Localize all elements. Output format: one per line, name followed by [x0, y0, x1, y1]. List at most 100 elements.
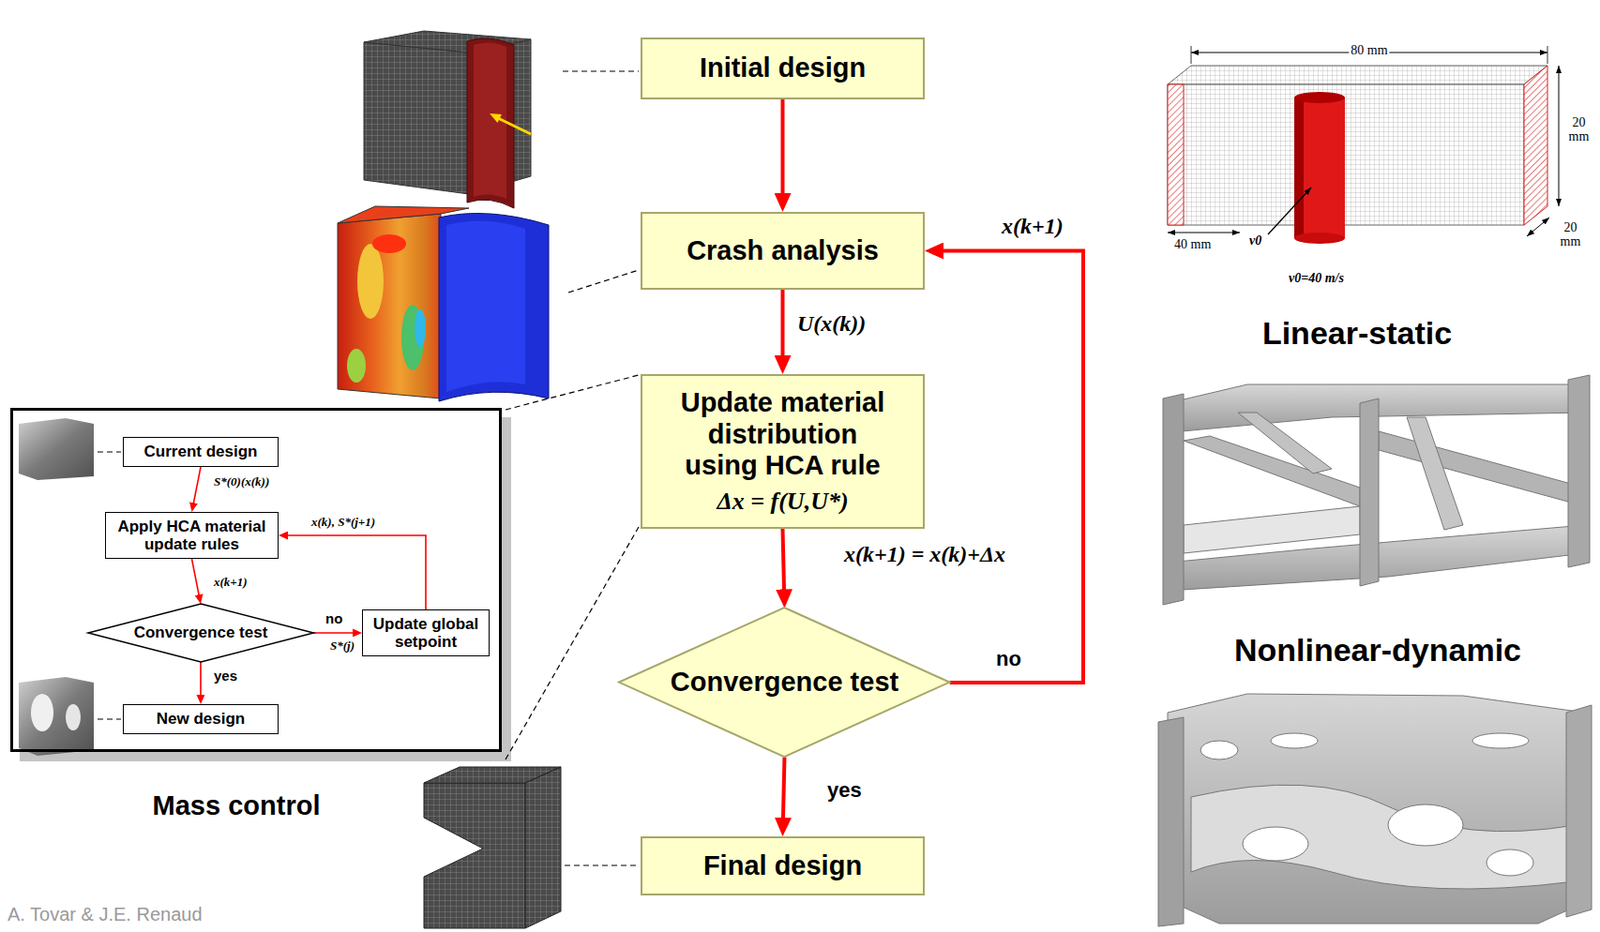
node-text: New design	[156, 709, 245, 728]
diamond-outline	[618, 607, 950, 757]
inset-panel: Mass controlCurrent designApply HCA mate…	[10, 407, 502, 753]
edge-label: x(k+1)	[211, 574, 250, 590]
edge-label: x(k), S*(j+1)	[309, 514, 378, 530]
impact-setup-figure	[1547, 45, 1549, 64]
process-box: Crash analysis	[640, 211, 925, 290]
nonlinear-dynamic-result	[1486, 849, 1534, 876]
design-thumbnail	[65, 704, 81, 731]
flow-arrow	[781, 99, 785, 203]
velocity-label: v0	[1247, 234, 1264, 249]
crash-contour-plot	[446, 221, 526, 393]
impact-setup-figure	[1294, 91, 1345, 104]
impact-setup-figure	[1267, 187, 1312, 235]
nonlinear-dynamic-result	[1472, 733, 1529, 749]
impact-setup-figure	[1167, 84, 1525, 226]
process-box: Apply HCA material update rules	[105, 512, 279, 559]
final-mesh-design	[423, 783, 526, 929]
linear-static-result	[1378, 431, 1585, 507]
design-thumbnail	[18, 418, 94, 756]
impact-setup-figure	[1294, 232, 1345, 244]
impact-setup-figure	[1167, 65, 1548, 85]
process-box: Update material distribution using HCA r…	[640, 374, 925, 529]
design-thumbnail	[18, 677, 94, 756]
flow-arrow	[199, 662, 202, 700]
process-box: Update global setpoint	[362, 609, 490, 657]
flow-arrow	[192, 467, 201, 508]
edge-label: no	[323, 610, 345, 627]
dimension-label: 20 mm	[1562, 116, 1596, 144]
linear-static-result	[1162, 393, 1184, 605]
linear-static-result	[1237, 412, 1332, 474]
process-box: New design	[122, 704, 279, 735]
nonlinear-dynamic-result	[1388, 804, 1464, 846]
linear-static-result	[1568, 375, 1590, 568]
flow-arrow	[313, 632, 358, 634]
initial-mesh-cube	[363, 42, 469, 195]
figure-heading: Nonlinear-dynamic	[1232, 632, 1524, 669]
flow-arrow	[283, 535, 426, 610]
final-mesh-design	[525, 767, 561, 929]
nonlinear-dynamic-result	[1158, 717, 1184, 927]
impact-setup-figure	[1294, 97, 1345, 239]
design-thumbnail	[30, 694, 54, 732]
edge-label: yes	[211, 667, 240, 684]
impact-setup-figure	[1558, 65, 1560, 207]
process-box: Current design	[122, 437, 279, 468]
impact-setup-figure	[1167, 84, 1184, 226]
leader-line	[568, 270, 639, 293]
impact-setup-figure	[1191, 45, 1193, 64]
dimension-label: 40 mm	[1172, 238, 1213, 253]
initial-mesh-cube	[363, 30, 531, 209]
author-credit: A. Tovar & J.E. Renaud	[5, 904, 205, 926]
loop-label: x(k+1)	[999, 213, 1066, 240]
crash-contour-plot	[357, 243, 384, 319]
initial-mesh-cube	[489, 113, 502, 123]
crash-contour-plot	[438, 213, 549, 403]
node-text: Crash analysis	[686, 235, 879, 267]
figure-heading: Linear-static	[1260, 315, 1454, 352]
crash-contour-plot	[337, 213, 441, 399]
diamond-outline	[88, 603, 314, 663]
inset-panel-shadow	[10, 407, 512, 762]
design-thumbnail	[18, 418, 94, 481]
impact-setup-figure	[1167, 45, 1559, 244]
dimension-label: 20 mm	[1554, 221, 1587, 249]
impact-setup-figure	[1526, 217, 1550, 237]
crash-contour-plot	[372, 234, 407, 254]
node-text: Update material distribution using HCA r…	[671, 387, 895, 482]
formula-text: Δx = f(U,U*)	[716, 487, 848, 516]
node-text: Initial design	[699, 52, 866, 84]
leader-line	[564, 864, 639, 866]
node-text: Convergence test	[670, 666, 899, 698]
flow-arrow	[783, 528, 785, 599]
decision-diamond: Convergence test	[618, 607, 950, 757]
process-box: Initial design	[640, 37, 925, 100]
decision-diamond: Convergence test	[88, 603, 314, 663]
initial-mesh-cube	[498, 118, 531, 135]
nonlinear-dynamic-result	[1167, 694, 1590, 924]
edge-label: yes	[825, 778, 864, 803]
nonlinear-dynamic-result	[1191, 784, 1576, 890]
crash-contour-plot	[414, 309, 426, 348]
flow-arrow	[783, 757, 785, 828]
node-text: Mass control	[152, 790, 321, 822]
flow-arrow	[934, 251, 1084, 683]
leader-line	[97, 451, 121, 453]
nonlinear-dynamic-result	[1158, 694, 1592, 927]
linear-static-result	[1183, 506, 1360, 554]
node-text: Current design	[144, 442, 258, 461]
leader-line	[562, 70, 639, 72]
impact-setup-figure	[1294, 97, 1304, 239]
process-box: Final design	[640, 836, 925, 896]
impact-setup-figure	[1524, 65, 1548, 226]
nonlinear-dynamic-result	[1270, 733, 1318, 749]
velocity-label: v0=40 m/s	[1286, 271, 1346, 287]
dimension-label: 80 mm	[1348, 44, 1389, 59]
crash-contour-plot	[337, 206, 549, 402]
node-text: Final design	[703, 850, 862, 882]
leader-line	[505, 375, 639, 410]
final-mesh-design	[423, 767, 561, 929]
edge-label: S*(0)(x(k))	[211, 474, 272, 490]
